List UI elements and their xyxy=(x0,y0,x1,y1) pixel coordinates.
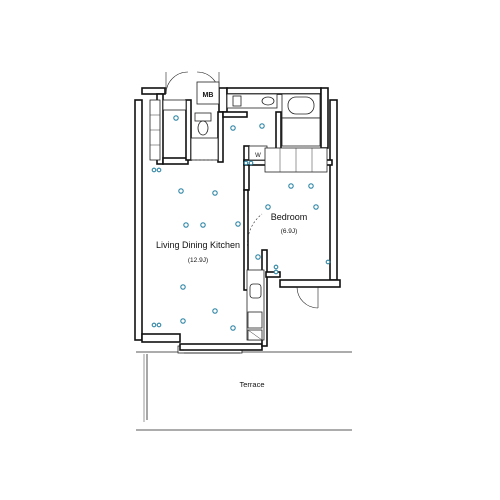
light-icon xyxy=(255,254,261,260)
outlets xyxy=(151,160,331,328)
light-icon xyxy=(235,221,241,227)
washer-space: W xyxy=(248,145,268,161)
light-icon xyxy=(230,125,236,131)
terrace-label: Terrace xyxy=(239,380,264,389)
bedroom-balcony-door xyxy=(296,286,319,309)
light-icon xyxy=(265,204,271,210)
toilet xyxy=(190,112,219,161)
ldk-size-label: (12.9J) xyxy=(188,257,208,264)
light-icon xyxy=(180,318,186,324)
shoe-cabinet xyxy=(149,99,187,161)
light-icon xyxy=(200,222,206,228)
light-icon xyxy=(259,123,265,129)
light-icon xyxy=(212,190,218,196)
ldk-window xyxy=(184,349,240,354)
meter-box-label: MB xyxy=(203,92,214,99)
light-icon xyxy=(212,308,218,314)
light-icon xyxy=(313,204,319,210)
washbasin xyxy=(226,93,278,109)
light-icon xyxy=(308,183,314,189)
bedroom-size-label: (6.9J) xyxy=(281,228,298,235)
bathtub xyxy=(281,93,321,147)
light-icon xyxy=(230,325,236,331)
light-icon xyxy=(183,222,189,228)
light-icon xyxy=(173,115,179,121)
ldk-label: Living Dining Kitchen xyxy=(156,240,240,250)
washer-label: W xyxy=(255,153,261,159)
bedroom-door xyxy=(247,212,263,251)
ceiling-lights xyxy=(173,115,319,331)
meter-box: MB xyxy=(196,81,220,105)
bedroom-closet xyxy=(264,147,328,173)
light-icon xyxy=(180,284,186,290)
light-icon xyxy=(288,183,294,189)
kitchen-counter xyxy=(246,269,265,341)
bedroom-label: Bedroom xyxy=(271,212,308,222)
light-icon xyxy=(178,188,184,194)
